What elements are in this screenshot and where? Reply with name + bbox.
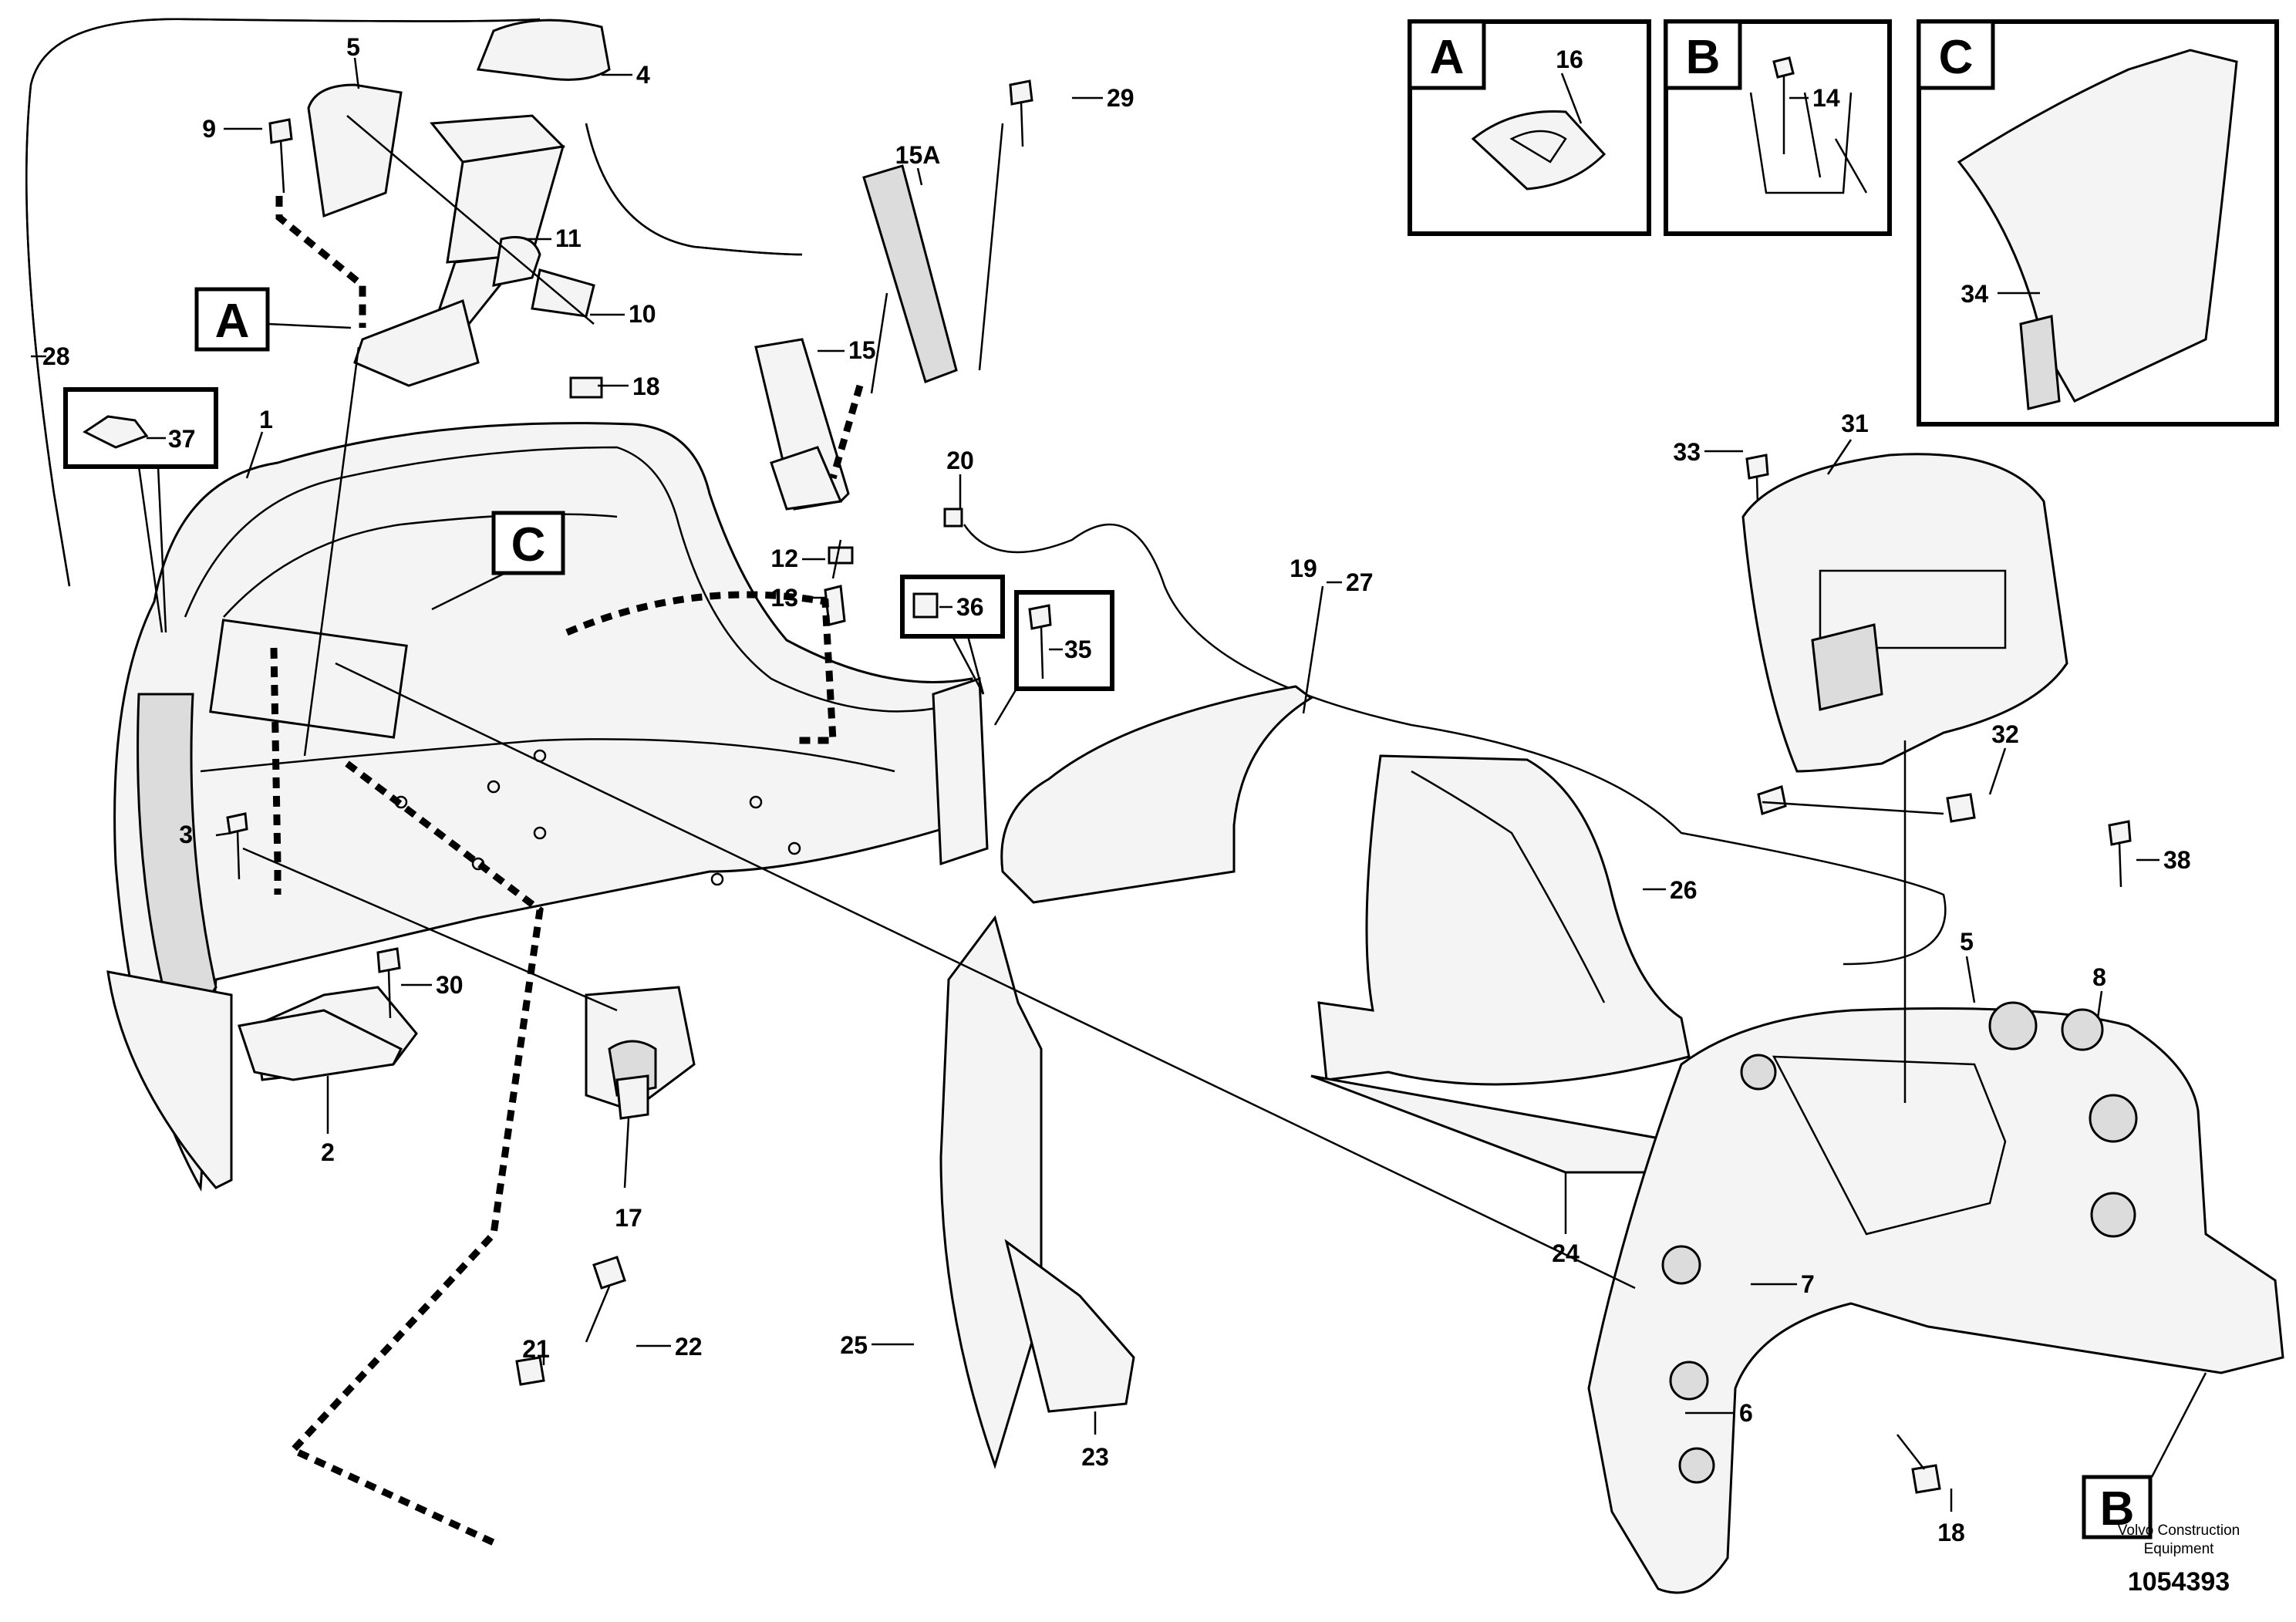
inset-b-tag: B (1686, 31, 1721, 84)
callout-30: 30 (436, 971, 464, 999)
callout-37: 37 (168, 425, 196, 453)
callout-14: 14 (1812, 84, 1840, 112)
callout-36: 36 (956, 593, 984, 621)
callout-20: 20 (946, 447, 974, 474)
console-part-5 (1587, 1001, 2284, 1594)
callout-32: 32 (1991, 720, 2019, 748)
callout-5-right: 5 (1960, 928, 1974, 956)
callout-6: 6 (1739, 1399, 1753, 1427)
callout-18-top: 18 (632, 373, 660, 400)
cable-part-28 (25, 18, 541, 587)
instrument-cover-part-31 (1741, 453, 2068, 773)
callout-31: 31 (1841, 410, 1869, 437)
callout-35: 35 (1064, 636, 1092, 663)
callout-9: 9 (202, 115, 216, 143)
callout-12: 12 (770, 545, 798, 572)
callout-19: 19 (1290, 555, 1317, 582)
detail-tag-b: B (2082, 1372, 2207, 1539)
cable-part-19 (963, 523, 1947, 966)
pedal-parts-15 (754, 164, 958, 511)
panel-part-27 (1000, 685, 1313, 904)
plate-part-2 (238, 1009, 403, 1081)
callout-16: 16 (1556, 46, 1583, 73)
callout-10: 10 (629, 300, 656, 328)
callout-17: 17 (615, 1204, 642, 1232)
inset-a-tag: A (1430, 31, 1465, 84)
callout-25: 25 (840, 1331, 868, 1359)
thin-connectors (242, 115, 1907, 1290)
brand-line-1: Volvo Construction (2118, 1523, 2240, 1539)
dashed-connectors (270, 196, 864, 1546)
callout-34: 34 (1961, 280, 1988, 308)
callout-29: 29 (1107, 84, 1135, 112)
brand-line-2: Equipment (2144, 1541, 2215, 1557)
callout-leaders (31, 57, 2159, 1512)
callout-8: 8 (2092, 963, 2106, 991)
detail-tag-c-label: C (511, 518, 546, 572)
callout-15: 15 (848, 336, 876, 364)
steering-column-parts (307, 19, 803, 387)
callout-13: 13 (770, 584, 798, 612)
detail-tag-a: A (194, 287, 352, 352)
callout-27: 27 (1346, 568, 1374, 596)
callout-11: 11 (555, 224, 582, 252)
callout-28: 28 (42, 342, 70, 370)
callout-numbers: 9 5 4 11 10 18 15A 15 29 20 12 13 1 28 3… (42, 33, 2191, 1546)
detail-tag-c: C (431, 511, 565, 611)
bracket-part-23 (1004, 1239, 1135, 1413)
inset-detail-b: B 14 (1664, 19, 1892, 236)
boxed-part-36: 36 (900, 575, 1005, 695)
callout-24: 24 (1552, 1239, 1580, 1267)
inset-detail-a: A 16 (1408, 19, 1651, 236)
boxed-part-35: 35 (993, 590, 1114, 726)
callout-18-bottom: 18 (1937, 1519, 1965, 1546)
callout-26: 26 (1670, 876, 1698, 904)
callout-5-top: 5 (346, 33, 360, 61)
callout-3: 3 (179, 821, 193, 848)
detail-tag-b-label: B (2100, 1482, 2135, 1536)
inset-detail-c: C 34 (1917, 19, 2279, 427)
callout-38: 38 (2163, 846, 2191, 874)
callout-23: 23 (1081, 1443, 1109, 1471)
drawing-number: 1054393 (2128, 1567, 2230, 1597)
callout-4: 4 (636, 61, 650, 89)
detail-tag-a-label: A (215, 295, 250, 348)
callout-21: 21 (522, 1335, 550, 1363)
boxed-part-37: 37 (63, 387, 218, 633)
inset-c-tag: C (1939, 31, 1974, 84)
panel-part-26 (1317, 754, 1691, 1086)
callout-2: 2 (321, 1138, 335, 1166)
footer-block: Volvo Construction Equipment 1054393 (2118, 1523, 2240, 1597)
callout-33: 33 (1673, 438, 1701, 466)
fasteners (226, 79, 2132, 1494)
callout-7: 7 (1801, 1270, 1815, 1298)
callout-1: 1 (259, 406, 273, 433)
motor-part-17 (585, 986, 696, 1120)
panel-part-25 (939, 915, 1043, 1469)
callout-15a: 15A (895, 141, 941, 169)
callout-22: 22 (675, 1333, 703, 1361)
